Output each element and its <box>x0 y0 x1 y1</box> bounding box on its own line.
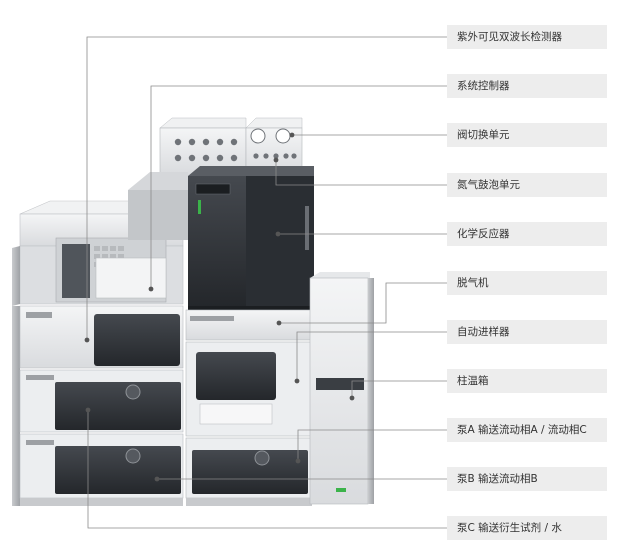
label-chemical-reactor: 化学反应器 <box>447 222 607 246</box>
label-uv-vis-detector: 紫外可见双波长检测器 <box>447 25 607 49</box>
label-column-oven: 柱温箱 <box>447 369 607 393</box>
label-pump-a: 泵A 输送流动相A / 流动相C <box>447 418 607 442</box>
degasser-module <box>186 310 312 340</box>
column-oven-door <box>94 314 180 366</box>
chemical-reactor-door <box>246 176 314 306</box>
chemical-reactor-front <box>188 176 246 306</box>
label-degasser: 脱气机 <box>447 271 607 295</box>
label-system-controller: 系统控制器 <box>447 74 607 98</box>
label-autosampler: 自动进样器 <box>447 320 607 344</box>
right-tower <box>310 272 374 504</box>
label-valve-switch-unit: 阀切换单元 <box>447 123 607 147</box>
label-pump-b: 泵B 输送流动相B <box>447 467 607 491</box>
column-oven-tower <box>310 278 368 504</box>
label-nitrogen-bubbling: 氮气鼓泡单元 <box>447 173 607 197</box>
left-stack <box>12 201 183 506</box>
label-pump-c: 泵C 输送衍生试剂 / 水 <box>447 516 607 540</box>
